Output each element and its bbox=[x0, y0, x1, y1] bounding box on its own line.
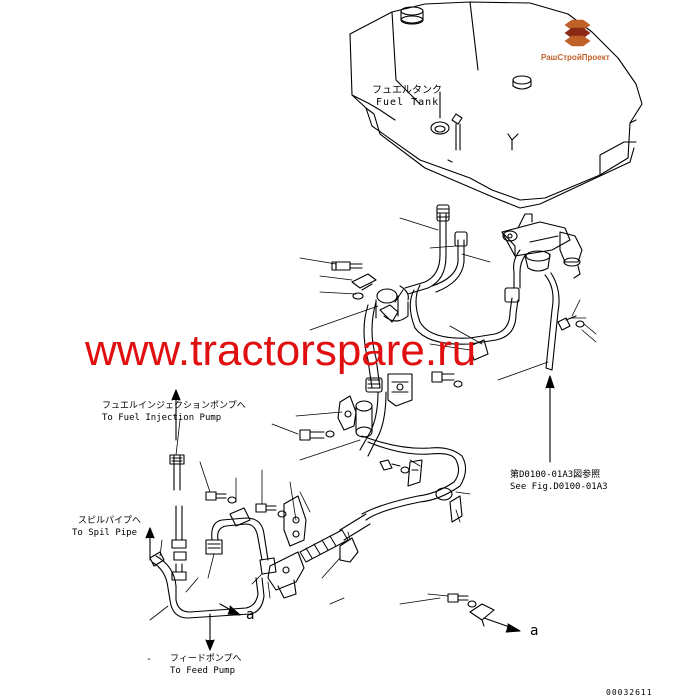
company-logo-text: РашСтройПроект bbox=[541, 53, 610, 62]
left-pipes bbox=[149, 454, 495, 627]
leader-lines bbox=[149, 217, 597, 621]
see-fig-label-en: See Fig.D0100-01A3 bbox=[510, 482, 608, 492]
injection-pump-label-jp: フュエルインジェクションポンプへ bbox=[102, 401, 246, 411]
see-fig-label-jp: 第D0100-01A3図参照 bbox=[510, 470, 601, 480]
feed-pump-dash: - bbox=[146, 654, 153, 665]
injection-pump-label-en: To Fuel Injection Pump bbox=[102, 413, 222, 423]
feed-pump-label-jp: フィードポンプへ bbox=[170, 654, 242, 664]
feed-pump-label-en: To Feed Pump bbox=[170, 666, 236, 676]
spill-pipe-label-en: To Spil Pipe bbox=[72, 528, 138, 538]
upper-hoses bbox=[404, 204, 583, 371]
fuel-tank bbox=[349, 1, 643, 209]
drawing-code: 00032611 bbox=[606, 688, 653, 697]
flow-arrows bbox=[145, 375, 555, 651]
marker-a-left: a bbox=[246, 607, 255, 623]
watermark-text: www.tractorspare.ru bbox=[85, 326, 477, 375]
main-hose bbox=[267, 391, 467, 599]
company-logo-icon bbox=[564, 19, 591, 47]
fuel-tank-label-en: Fuel Tank bbox=[376, 97, 440, 108]
spill-pipe-label-jp: スピルパイプへ bbox=[78, 516, 142, 526]
fuel-tank-label-jp: フュエルタンク bbox=[372, 85, 442, 96]
marker-a-right: a bbox=[530, 623, 539, 639]
